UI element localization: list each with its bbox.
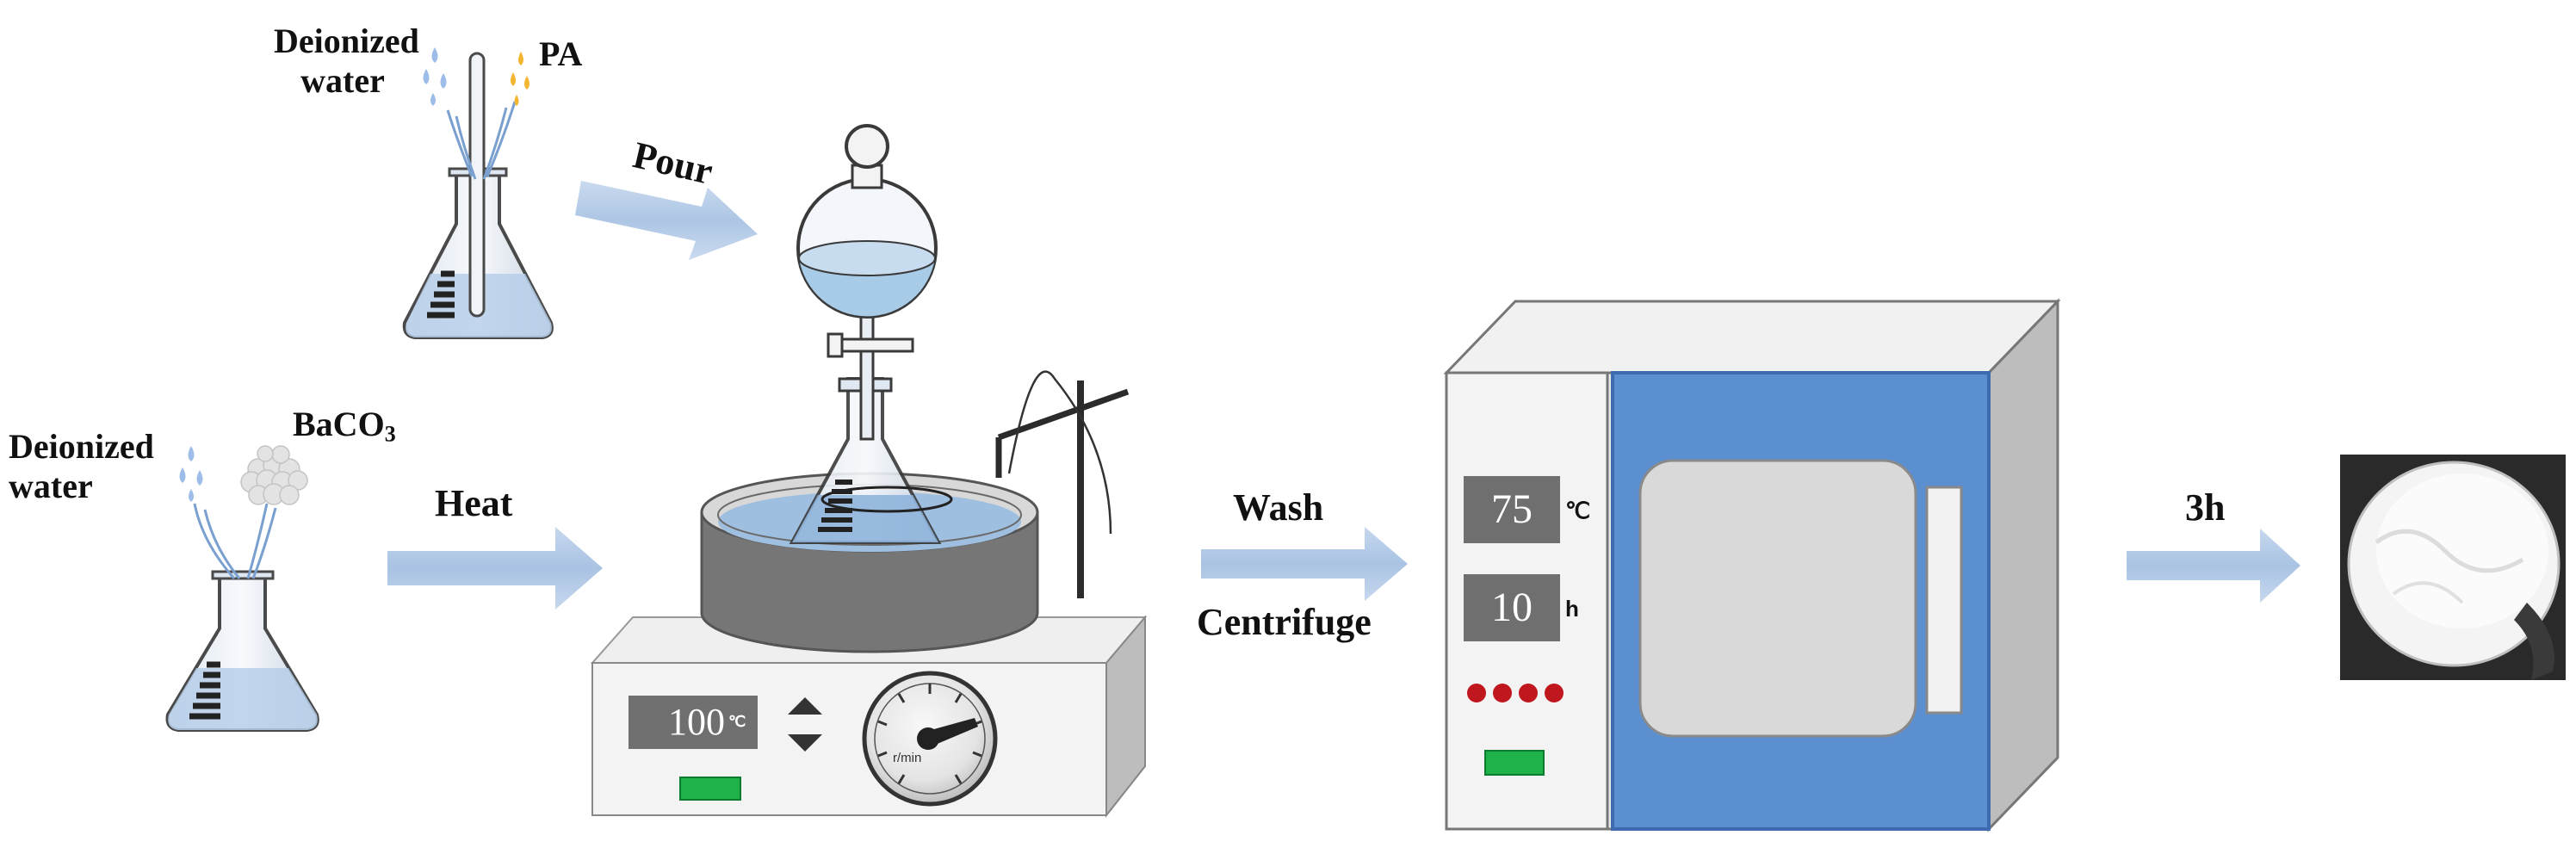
oven-time-display	[1464, 574, 1560, 641]
heat-arrow	[387, 527, 603, 610]
wash-arrow	[1201, 527, 1408, 601]
pa-label: PA	[539, 34, 583, 73]
drying-oven	[1443, 298, 2061, 832]
left-flask	[165, 445, 319, 732]
oven-door-handle[interactable]	[1925, 486, 1963, 715]
hotplate-temp-value: 100	[668, 701, 725, 743]
wash-label: Wash	[1233, 486, 1324, 529]
deionized-water-label-top: Deionized water	[274, 22, 419, 100]
oven-temp-display	[1464, 476, 1560, 543]
temp-down-arrow-icon[interactable]	[788, 734, 822, 752]
pour-arrow	[575, 181, 758, 260]
hotplate-power-button[interactable]	[679, 777, 741, 801]
three-h-label: 3h	[2185, 486, 2226, 529]
hotplate-temp-display	[629, 696, 758, 749]
oven-time-unit: h	[1565, 596, 1579, 622]
top-flask	[402, 47, 554, 339]
hotplate-stirrer	[590, 615, 1148, 818]
speed-dial[interactable]	[862, 671, 998, 807]
product-photo	[2340, 455, 2566, 680]
separatory-funnel	[796, 124, 938, 441]
heat-label: Heat	[435, 482, 513, 524]
oven-temp-unit: ℃	[1565, 498, 1591, 523]
oven-power-button[interactable]	[1484, 750, 1545, 776]
oven-indicator-lights	[1467, 684, 1564, 702]
oven-window	[1638, 459, 1917, 738]
support-stand	[995, 370, 1130, 598]
deionized-water-label-left: Deionized water	[9, 427, 154, 505]
baco3-powder	[240, 445, 308, 505]
oven-temp-value: 75	[1491, 486, 1533, 532]
dial-unit-label: r/min	[893, 751, 922, 765]
hotplate-temp-unit: ℃	[728, 713, 746, 730]
oven-time-value: 10	[1491, 585, 1533, 630]
temp-up-arrow-icon[interactable]	[788, 697, 822, 715]
centrifuge-label: Centrifuge	[1197, 601, 1372, 643]
baco3-label: BaCO3	[293, 405, 396, 447]
three-h-arrow	[2127, 529, 2300, 603]
